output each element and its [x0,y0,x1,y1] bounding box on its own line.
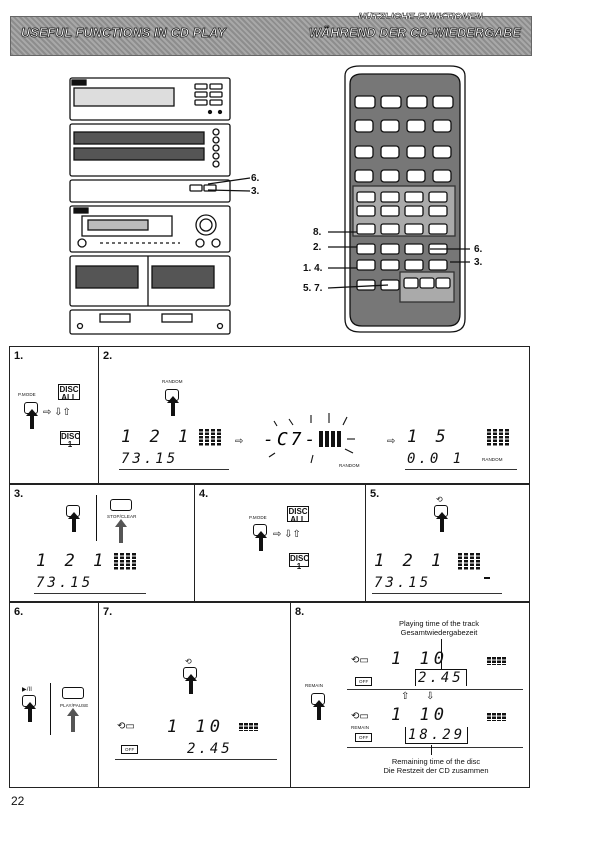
press-arrow-icon [167,396,179,416]
lcd-time-display: 0.0 1 [407,451,465,467]
step-panel-1: 1. P.MODE DISC ALL ⇨ ⇩⇧ DISC 1 [9,346,99,484]
step-panel-6: 6. ▶/II PLAY/PAUSE [9,602,99,788]
press-arrow-icon [185,674,197,694]
step-panel-8: 8. Playing time of the track Gesamtwiede… [290,602,530,788]
disc-1-indicator: DISC 1 [289,553,310,571]
step-panel-5: 5. ⟲ 1 2 1 73.15 [365,484,530,602]
flashing-random-display: -C7- [263,413,355,464]
callout-remote-2: 2. [313,242,322,253]
callout-remote-8: 8. [313,227,322,238]
press-arrow-icon [68,512,80,532]
transition-arrow-icon: ⇨ ⇩⇧ [273,529,301,540]
transition-arrow-icon: ⇨ ⇩⇧ [43,407,71,418]
header-title-english: USEFUL FUNCTIONS IN CD PLAY [21,26,226,41]
callout-remote-3: 3. [474,257,483,268]
callout-unit-3: 3. [251,186,260,197]
random-label: RANDOM [162,379,183,384]
arrow-right-icon: ⇨ [387,436,396,447]
press-arrow-icon [313,700,325,720]
disc-indicator-bars [458,553,480,570]
press-arrow-icon [115,519,127,543]
repeat-mode-icon: ⟲▭ [117,721,135,732]
step-number: 7. [103,606,113,618]
off-indicator: OFF [121,745,139,754]
step-number: 1. [14,350,24,362]
disc-indicator-bars [487,657,506,665]
caption-track-time: Playing time of the track Gesamtwiederga… [398,619,480,637]
section-header-bar: NÜTZLICHE FUNKTIONEN USEFUL FUNCTIONS IN… [10,12,532,56]
callout-remote-5-7: 5. 7. [303,283,323,294]
remain-tag: REMAIN [351,725,370,730]
repeat-indicator [484,577,490,579]
play-pause-remote-label: ▶/II [22,687,33,693]
off-indicator: OFF [355,677,373,686]
random-tag: RANDOM [482,457,503,462]
lcd-track-display: 1 10 [391,649,448,669]
lcd-track-display: 1 10 [167,717,224,737]
disc-indicator-bars [114,553,136,570]
toggle-arrows-icon: ⇧ ⇩ [401,691,435,702]
lcd-track-display: 1 2 1 [121,427,193,447]
svg-text:-C7-: -C7- [263,429,318,450]
press-arrow-icon [67,708,79,732]
lcd-track-time-display: 2.45 [415,669,467,686]
header-cut-text: NÜTZLICHE FUNKTIONEN [358,12,483,19]
random-tag: RANDOM [339,463,360,468]
callout-remote-1-4: 1. 4. [303,263,323,274]
step-panel-4: 4. P.MODE DISC ALL ⇨ ⇩⇧ DISC 1 [194,484,366,602]
callout-unit-6: 6. [251,173,260,184]
step-panel-3: 3. STOP/CLEAR 1 2 1 73.15 [9,484,195,602]
pmode-label: P.MODE [249,515,267,520]
header-title-german: WÄHREND DER CD-WIEDERGABE [309,26,521,41]
pmode-label: P.MODE [18,392,36,397]
step-number: 8. [295,606,305,618]
disc-indicator-bars [199,429,221,446]
disc-indicator-bars [487,713,506,721]
disc-all-indicator: DISC ALL [287,506,309,524]
repeat-mode-icon: ⟲▭ [351,711,369,722]
press-arrow-icon [26,409,38,429]
repeat-mode-icon: ⟲▭ [351,655,369,666]
step-number: 5. [370,488,380,500]
lcd-track-display: 1 10 [391,705,448,725]
stop-clear-unit-button [110,499,132,511]
play-pause-label: PLAY/PAUSE [60,703,89,708]
step-number: 6. [14,606,24,618]
repeat-icon: ⟲ [436,495,443,504]
step-number: 4. [199,488,209,500]
lcd-time-display: 73.15 [36,575,94,591]
lcd-time-display: 73.15 [374,575,432,591]
lcd-time-display: 2.45 [187,741,233,757]
caption-remaining-time: Remaining time of the disc Die Restzeit … [383,757,489,775]
arrow-right-icon: ⇨ [235,436,244,447]
step-panel-2: 2. RANDOM 1 2 1 73.15 ⇨ -C7- RANDOM ⇨ 1 … [98,346,530,484]
press-arrow-icon [436,512,448,532]
page-number: 22 [11,794,25,808]
step-number: 3. [14,488,24,500]
repeat-icon: ⟲ [185,657,192,666]
off-indicator: OFF [355,733,373,742]
stop-clear-label: STOP/CLEAR [107,514,137,519]
step-panel-7: 7. ⟲ ⟲▭ 1 10 OFF 2.45 [98,602,291,788]
lcd-track-display: 1 2 1 [36,551,108,571]
press-arrow-icon [255,531,267,551]
disc-indicator-bars [239,723,258,731]
lcd-track-display: 1 2 1 [374,551,446,571]
lcd-time-display: 73.15 [121,451,179,467]
press-arrow-icon [24,702,36,722]
disc-all-indicator: DISC ALL [58,384,80,402]
disc-indicator-bars [487,429,509,446]
remain-label: REMAIN [305,683,324,688]
disc-1-indicator: DISC 1 [60,431,81,449]
lcd-remain-time-display: 18.29 [405,727,469,744]
play-pause-unit-button [62,687,84,699]
stereo-unit-illustration [69,77,251,335]
callout-remote-6: 6. [474,244,483,255]
lcd-track-display: 1 5 [407,427,450,447]
remote-control-illustration [327,65,470,333]
step-number: 2. [103,350,113,362]
